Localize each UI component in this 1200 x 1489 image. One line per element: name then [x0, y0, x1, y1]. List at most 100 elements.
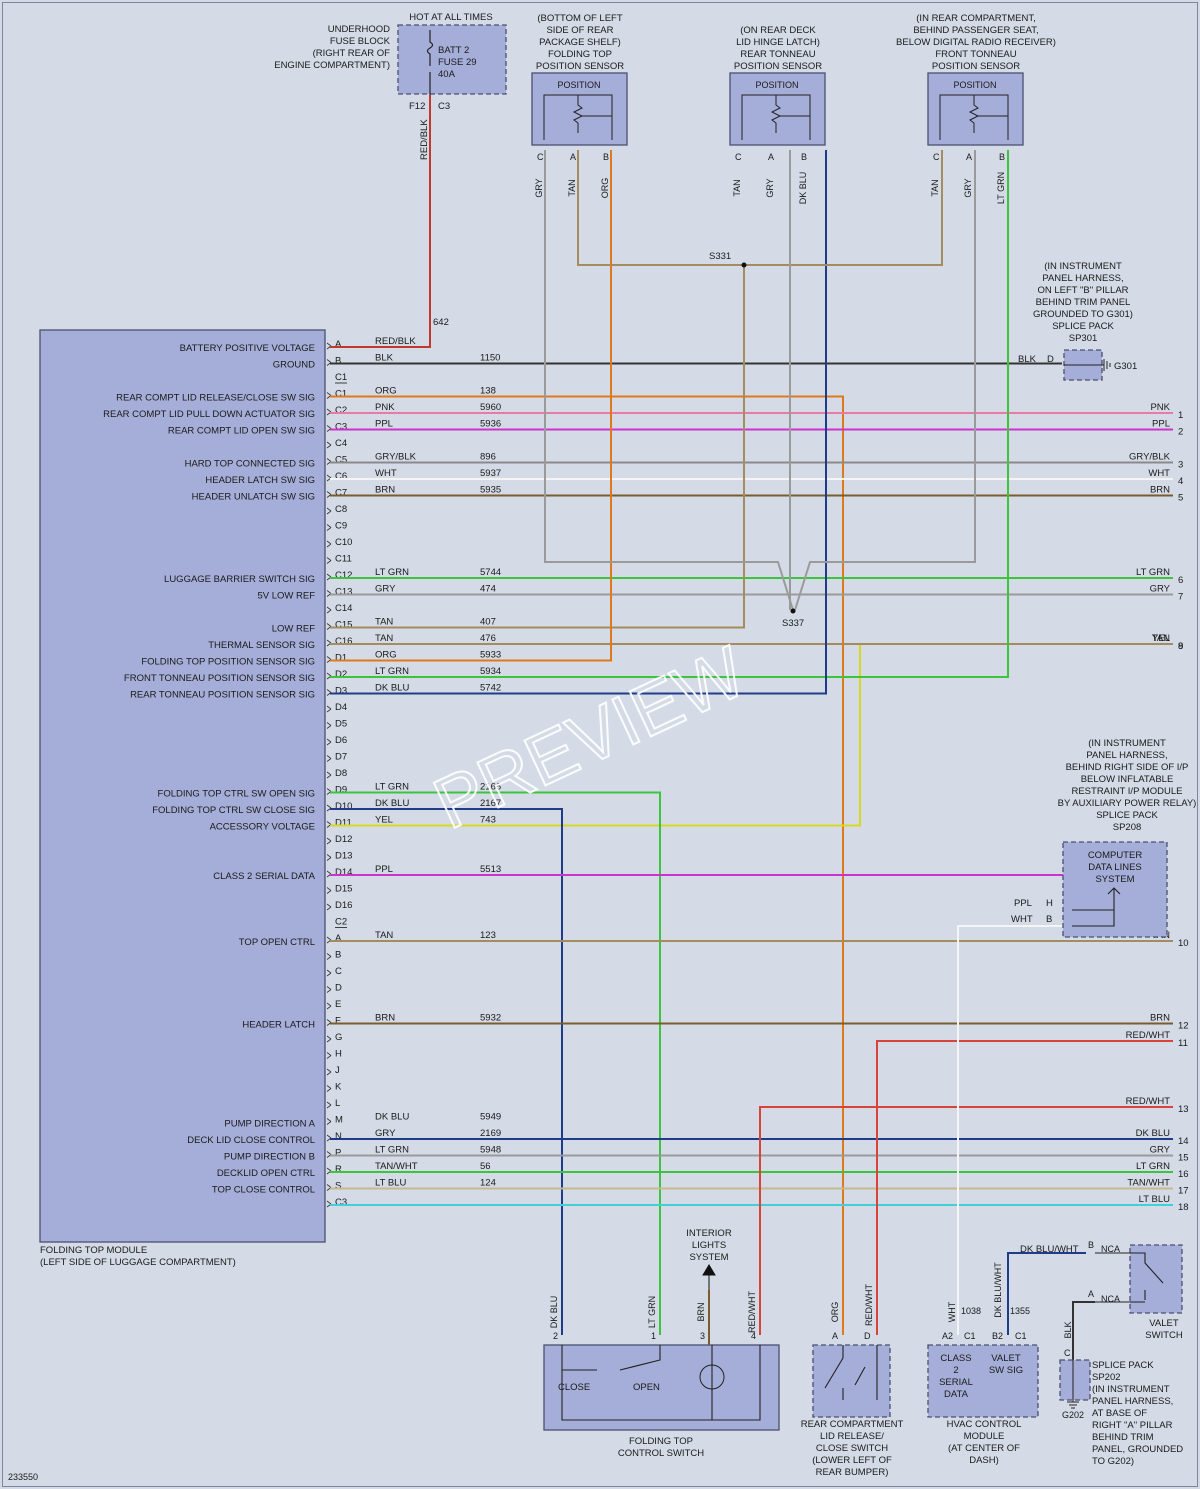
lid-switch-wire-org: ORG — [830, 1302, 840, 1323]
sensor-location-line: POSITION SENSOR — [932, 61, 1020, 72]
pin-function: LUGGAGE BARRIER SWITCH SIG — [164, 574, 315, 585]
sp208-note-line: RESTRAINT I/P MODULE — [1071, 786, 1182, 797]
wire-color-label: LT GRN — [375, 666, 409, 677]
right-ref-color: PPL — [1152, 419, 1170, 430]
sensor-wire-label: TAN — [732, 179, 742, 196]
pin-number: F — [335, 1016, 341, 1027]
control-switch-pin: 3 — [700, 1331, 705, 1341]
pin-number: L — [335, 1098, 340, 1109]
right-ref-color: BRN — [1150, 485, 1170, 496]
pin-function: FRONT TONNEAU POSITION SENSOR SIG — [124, 673, 315, 684]
sp202-note-line: RIGHT "A" PILLAR — [1092, 1420, 1173, 1431]
circuit-number: 5934 — [480, 666, 501, 677]
hvac-control-module-box — [927, 1344, 1039, 1418]
ground-symbol — [1064, 359, 1111, 371]
sp301-pin: D — [1047, 354, 1054, 365]
hvac-class2-text-line: SERIAL — [939, 1377, 973, 1388]
lid-switch-name-line: LID RELEASE/ — [820, 1431, 884, 1442]
wire-lid-release — [330, 395, 844, 1335]
pin-number: D7 — [335, 752, 347, 763]
wire-color-label: PPL — [375, 864, 393, 875]
hvac-class2-text-line: CLASS — [940, 1353, 971, 1364]
sensor-pin: A — [768, 152, 774, 162]
wire-color-label: BLK — [375, 353, 394, 364]
right-ref-number: 15 — [1178, 1153, 1189, 1164]
pin-function: PUMP DIRECTION B — [224, 1152, 315, 1163]
splice-s337-label: S337 — [782, 618, 804, 629]
pin-number: D — [335, 983, 342, 994]
sensor-pin: A — [966, 152, 972, 162]
valet-name-line: SWITCH — [1145, 1330, 1183, 1341]
right-ref-number: 12 — [1178, 1021, 1189, 1032]
valet-pin-a: A — [1088, 1289, 1094, 1299]
pin-number: C14 — [335, 603, 352, 614]
hvac-connector-1: C1 — [964, 1331, 976, 1341]
pin-terminal — [326, 1052, 332, 1059]
pin-number: M — [335, 1115, 343, 1126]
circuit-number: 1150 — [480, 353, 500, 364]
splice-pack-sp202 — [1059, 1359, 1091, 1401]
pin-number: B — [335, 950, 341, 961]
sp208-wht: WHT — [1011, 914, 1033, 925]
pin-number: D4 — [335, 702, 347, 713]
right-ref-number: 2 — [1178, 427, 1183, 438]
wire-gry-s337-c — [794, 150, 976, 611]
valet-switch-symbol — [1095, 1252, 1164, 1303]
pin-number: H — [335, 1049, 342, 1060]
pin-number: B — [335, 356, 341, 367]
control-switch-wire-label: BRN — [696, 1302, 706, 1321]
connector-label: C1 — [335, 372, 347, 383]
wire-color-label: TAN — [375, 617, 393, 628]
sensor-wire-label: DK BLU — [798, 172, 808, 205]
sensor-location-line: BELOW DIGITAL RADIO RECEIVER) — [896, 37, 1056, 48]
circuit-number: 124 — [480, 1178, 496, 1189]
valet-nca-1: NCA — [1101, 1244, 1120, 1254]
wire-folding-top-sensor — [330, 150, 612, 662]
lid-switch-name-line: REAR BUMPER) — [816, 1467, 889, 1478]
right-ref-color: RED/WHT — [1126, 1096, 1171, 1107]
pin-function: LOW REF — [272, 624, 315, 635]
right-ref-color: TAN/WHT — [1127, 1178, 1170, 1189]
pin-number: C16 — [335, 636, 352, 647]
pin-function: FOLDING TOP CTRL SW CLOSE SIG — [152, 805, 315, 816]
right-ref-number: 8 — [1178, 641, 1183, 652]
pin-number: D10 — [335, 801, 352, 812]
pin-terminal — [326, 1035, 332, 1043]
circuit-number: 5742 — [480, 683, 501, 694]
pin-terminal — [326, 441, 332, 449]
sensor-pin: C — [735, 152, 742, 162]
circuit-number: 5932 — [480, 1013, 501, 1024]
pin-number: D11 — [335, 818, 352, 829]
fuse-wire-color: RED/BLK — [419, 119, 430, 160]
right-ref-number: 13 — [1178, 1104, 1189, 1115]
figure-id: 233550 — [8, 1472, 38, 1482]
circuit-number: 5949 — [480, 1112, 501, 1123]
sensor-location-line: FRONT TONNEAU — [935, 49, 1016, 60]
pin-function: HARD TOP CONNECTED SIG — [185, 459, 315, 470]
fuse-circuit: 642 — [433, 317, 449, 328]
pin-number: D15 — [335, 884, 352, 895]
sp208-note-line: SPLICE PACK — [1096, 810, 1158, 821]
folding-top-module-box — [39, 329, 326, 1243]
pin-function: PUMP DIRECTION A — [224, 1119, 315, 1130]
sp208-note-line: BEHIND RIGHT SIDE OF I/P — [1066, 762, 1189, 773]
wire-color-label: DK BLU — [375, 683, 409, 694]
right-ref-color: TAN — [1152, 633, 1170, 644]
wire-class2-wht — [957, 925, 1066, 1335]
hvac-pin-a2: A2 — [942, 1331, 953, 1341]
valet-nca-2: NCA — [1101, 1294, 1120, 1304]
pin-number: C12 — [335, 570, 352, 581]
control-switch-wire-label: LT GRN — [647, 1296, 657, 1328]
pin-terminal — [326, 887, 332, 894]
pin-number: D16 — [335, 900, 352, 911]
right-ref-number: 14 — [1178, 1136, 1189, 1147]
pin-number: D6 — [335, 735, 347, 746]
sp208-pin-h: H — [1046, 898, 1053, 909]
wire-color-label: LT GRN — [375, 567, 409, 578]
right-ref-color: GRY — [1150, 1145, 1171, 1156]
sp208-note-line: (IN INSTRUMENT — [1088, 738, 1166, 749]
pin-number: C15 — [335, 620, 352, 631]
valet-ground-wire-label: BLK — [1063, 1321, 1073, 1338]
sp208-pin-b: B — [1046, 914, 1052, 925]
sp301-wire: BLK — [1018, 354, 1037, 365]
